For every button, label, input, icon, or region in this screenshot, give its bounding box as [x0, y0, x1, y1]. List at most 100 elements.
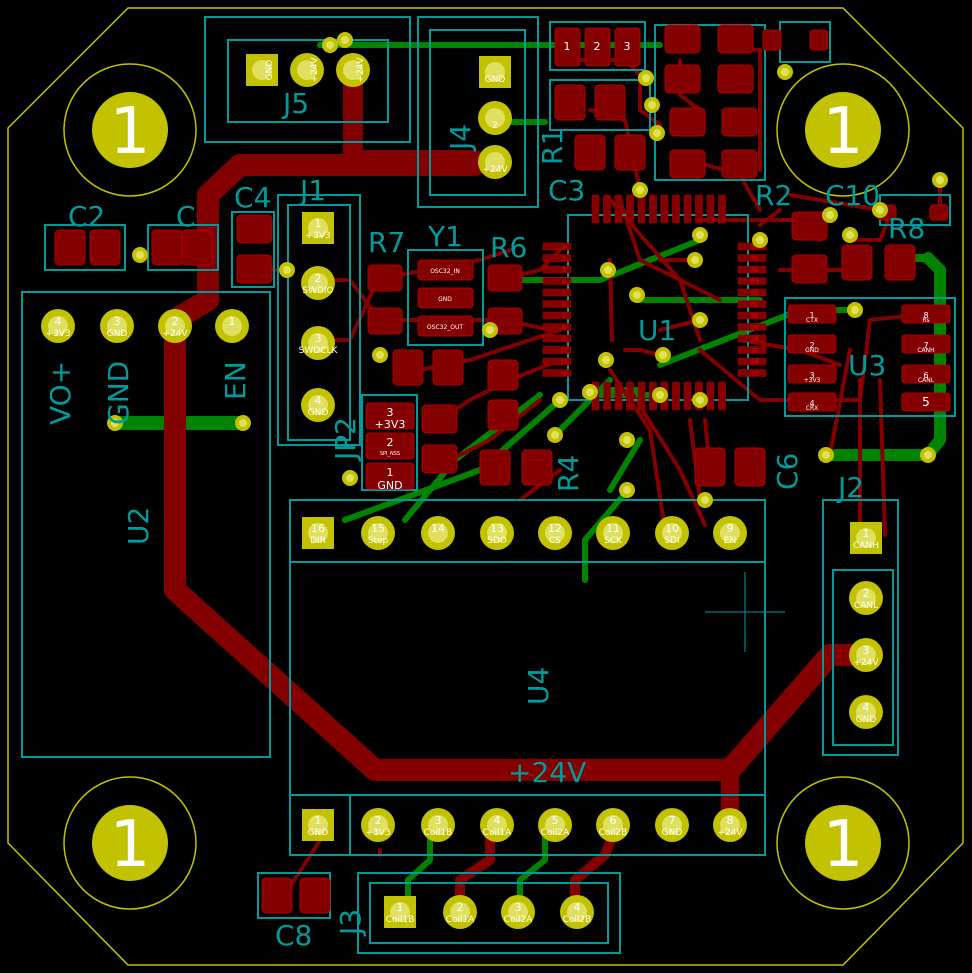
th-pad: 2 [478, 101, 512, 135]
pad-net-label: +3V3 [305, 231, 330, 241]
u1-pin [626, 381, 634, 411]
via-drill [486, 326, 494, 334]
u1-pin-number: 30 [751, 313, 759, 320]
u1-pin-number: 1 [562, 244, 566, 251]
pad-number: 6 [610, 814, 617, 827]
mounting-hole: 1 [776, 63, 910, 197]
th-pad: 2+3V3 [361, 808, 395, 842]
pad-net-label: +24V [356, 57, 366, 83]
ref-R4: R4 [552, 455, 585, 492]
ref-C8: C8 [275, 919, 312, 952]
pad-net-label: CANH [853, 541, 879, 551]
svg-text:2: 2 [387, 436, 394, 449]
pad-net-label: GND [107, 329, 128, 339]
svg-text:+3V3: +3V3 [804, 377, 821, 384]
u1-pin-number: 26 [751, 359, 759, 366]
via-drill [556, 396, 564, 404]
u1-pin: 3 [542, 265, 572, 274]
u1-pin-number: 11 [560, 359, 568, 366]
u1-pin [626, 194, 634, 224]
pad-number: 15 [371, 522, 385, 535]
svg-text:CRX: CRX [806, 405, 818, 412]
via-drill [604, 266, 612, 274]
ref-C4: C4 [234, 181, 271, 214]
svg-text:7: 7 [923, 341, 928, 350]
u1-pin: 33 [737, 277, 767, 286]
via-drill [283, 266, 291, 274]
pad-number: 3 [315, 332, 322, 345]
u2-silk-vo: VO+ [44, 361, 77, 425]
u1-pin: 28 [737, 334, 767, 343]
via-drill [756, 236, 764, 244]
th-pad: +24V [290, 53, 324, 87]
ref-J2: J2 [836, 471, 864, 504]
pad-number: 1 [397, 901, 404, 914]
u1-pin [672, 381, 680, 411]
ref-C2: C2 [68, 200, 105, 233]
u1-pin-number: 4 [562, 279, 566, 286]
u1-pin [603, 194, 611, 224]
pad-net-label: +3V3 [45, 329, 70, 339]
pad-net-label: EN [724, 536, 736, 546]
pad-number: 5 [552, 814, 559, 827]
svg-text:3: 3 [809, 371, 814, 380]
u1-pin: 7 [542, 311, 572, 320]
th-pad: GND [479, 56, 511, 88]
pad-net-label: Coil1B [424, 828, 453, 838]
u1-pin-number: 3 [562, 267, 566, 274]
ref-R1: R1 [536, 128, 569, 165]
svg-text:2: 2 [809, 341, 814, 350]
svg-text:1: 1 [110, 808, 151, 882]
u1-pin-number: 5 [562, 290, 566, 297]
via-drill [696, 396, 704, 404]
ref-J1: J1 [298, 174, 326, 207]
u1-pin-number: 36 [751, 244, 759, 251]
via-drill [636, 186, 644, 194]
u1-pin: 12 [542, 369, 572, 378]
u1-pin [591, 194, 600, 224]
u1-pin-number: 29 [751, 325, 759, 332]
u1-pin-number: 12 [560, 371, 568, 378]
svg-text:1: 1 [809, 311, 814, 320]
u2-silk-en: EN [219, 361, 252, 400]
pad-net-label: GND [662, 828, 683, 838]
silkscreen-labels: J5 J4 R1 C3 J1 C2 C C4 R7 Y1 R6 U1 R2 C1… [44, 87, 925, 952]
via-drill [602, 356, 610, 364]
pad-net-label: SDO [487, 536, 507, 546]
u1-pin: 2 [542, 254, 572, 263]
pad-number: 13 [490, 522, 504, 535]
via-drill [924, 451, 932, 459]
pad-net-label: GND [485, 75, 506, 85]
u1-pin: 34 [737, 265, 767, 274]
via-drill [659, 351, 667, 359]
pad-net-label: Coil1A [446, 915, 476, 925]
svg-text:CTX: CTX [806, 317, 818, 324]
th-pad: 1+3V3 [302, 212, 334, 244]
via-drill [781, 68, 789, 76]
th-pad: 9EN [713, 516, 747, 550]
u1-pin: 10 [542, 346, 572, 355]
pad-number: 1 [315, 217, 322, 230]
pad-number: 16 [311, 522, 325, 535]
u1-pin-number: 31 [751, 302, 759, 309]
pad-number: 12 [548, 522, 562, 535]
svg-text:1: 1 [387, 466, 394, 479]
pad-number: 4 [315, 394, 322, 407]
u1-pin: 5 [542, 288, 572, 297]
via-drill [648, 101, 656, 109]
u2-silk-gnd: GND [102, 361, 135, 425]
